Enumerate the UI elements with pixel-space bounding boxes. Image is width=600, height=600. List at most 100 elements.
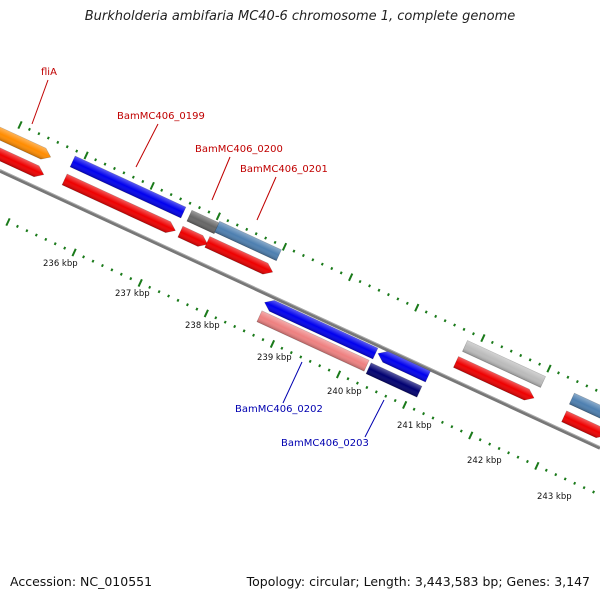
gene-label-bammc406-0200[interactable]: BamMC406_0200 — [195, 144, 283, 201]
tick-mark — [198, 206, 201, 210]
tick-mark — [377, 288, 381, 292]
gene-bammc406-0203[interactable] — [376, 348, 431, 383]
tick-mark — [355, 381, 359, 385]
tick-mark — [311, 258, 315, 262]
gene-bammc406-0200[interactable] — [186, 209, 220, 235]
tick-mark — [299, 355, 303, 359]
gene-layer — [0, 121, 600, 441]
tick-mark — [214, 316, 218, 320]
tick-mark — [188, 201, 192, 205]
tick-mark — [203, 309, 209, 318]
gene-label-flia[interactable]: fliA — [31, 67, 57, 125]
cds-bammc406-0199[interactable] — [61, 173, 178, 236]
scale-label: 239 kbp — [257, 353, 292, 363]
tick-mark — [402, 400, 408, 409]
tick-mark — [34, 233, 38, 237]
tick-mark — [53, 242, 57, 246]
tick-mark — [468, 431, 474, 440]
cds-fliA[interactable] — [0, 139, 46, 180]
tick-mark — [119, 272, 123, 276]
tick-mark — [480, 334, 486, 343]
tick-mark — [412, 407, 416, 411]
tick-mark — [534, 461, 540, 470]
tick-mark — [281, 242, 288, 251]
tick-mark — [386, 293, 390, 297]
tick-mark — [252, 333, 256, 337]
tick-mark — [507, 451, 510, 455]
gene-label-bammc406-0202[interactable]: BamMC406_0202 — [235, 361, 323, 415]
tick-mark — [235, 223, 239, 227]
tick-mark — [585, 384, 589, 388]
tick-mark — [500, 345, 504, 349]
gene-fliA[interactable] — [0, 121, 53, 162]
cds-right-red[interactable] — [453, 356, 536, 404]
tick-mark — [113, 166, 116, 171]
gene-label-bammc406-0199[interactable]: BamMC406_0199 — [117, 111, 205, 168]
tick-mark — [528, 358, 532, 362]
gene-label-bammc406-0203[interactable]: BamMC406_0203 — [281, 399, 385, 449]
gene-bammc406-0202[interactable] — [262, 297, 379, 360]
tick-mark — [592, 490, 595, 494]
tick-mark — [148, 285, 152, 289]
tick-mark — [149, 181, 155, 190]
tick-mark — [346, 377, 350, 381]
gene-bammc406-0201[interactable] — [214, 220, 282, 262]
tick-mark — [27, 127, 31, 131]
tick-mark — [384, 394, 388, 398]
backbone — [0, 169, 600, 450]
gene-label-text: BamMC406_0201 — [240, 164, 328, 175]
gene-label-text: fliA — [41, 67, 57, 78]
tick-mark — [516, 455, 520, 459]
tick-mark — [273, 240, 277, 245]
tick-mark — [348, 273, 354, 282]
tick-mark — [94, 158, 98, 162]
cds-edge-red[interactable] — [561, 410, 600, 441]
cds-bammc406-0202[interactable] — [256, 310, 370, 372]
tick-mark — [261, 337, 265, 342]
cds-bammc406-0201[interactable] — [204, 236, 275, 277]
tick-mark — [459, 429, 463, 433]
cds-bammc406-0200[interactable] — [177, 225, 210, 249]
tick-mark — [215, 212, 221, 221]
tick-mark — [462, 327, 466, 331]
tick-mark — [594, 388, 598, 392]
tick-mark — [63, 246, 67, 250]
tick-mark — [129, 277, 133, 281]
tick-mark — [374, 390, 378, 394]
tick-mark — [405, 301, 409, 305]
tick-mark — [122, 171, 126, 175]
gene-edge-steelblue[interactable] — [568, 392, 600, 422]
tick-mark — [15, 224, 19, 228]
tick-mark — [289, 351, 293, 355]
tick-mark — [519, 353, 523, 358]
tick-mark — [71, 248, 77, 257]
map-title: Burkholderia ambifaria MC40-6 chromosome… — [84, 9, 516, 24]
tick-mark — [554, 473, 558, 477]
cds-bammc406-0203[interactable] — [365, 362, 423, 398]
gene-label-text: BamMC406_0203 — [281, 438, 369, 449]
tick-mark — [318, 364, 322, 368]
tick-mark — [538, 362, 542, 366]
tick-mark — [44, 237, 48, 242]
tick-mark — [269, 339, 276, 348]
tick-mark — [264, 236, 268, 240]
tick-mark — [160, 188, 164, 192]
tick-mark — [157, 290, 161, 294]
tick-mark — [335, 370, 342, 379]
tick-mark — [339, 271, 343, 275]
tick-mark — [195, 307, 199, 311]
tick-mark — [443, 319, 447, 323]
gene-bammc406-0199[interactable] — [69, 155, 187, 219]
tick-mark — [254, 232, 258, 236]
gene-label-bammc406-0201[interactable]: BamMC406_0201 — [240, 164, 328, 221]
tick-mark — [25, 229, 29, 233]
tick-mark — [176, 298, 180, 302]
leader-line — [364, 399, 385, 438]
topology-text: Topology: circular; Length: 3,443,583 bp… — [246, 574, 590, 589]
gene-label-text: BamMC406_0202 — [235, 404, 323, 415]
tick-mark — [573, 481, 577, 485]
inner-tick-row — [5, 217, 595, 494]
tick-mark — [453, 323, 457, 327]
gene-right-gray[interactable] — [462, 340, 546, 388]
